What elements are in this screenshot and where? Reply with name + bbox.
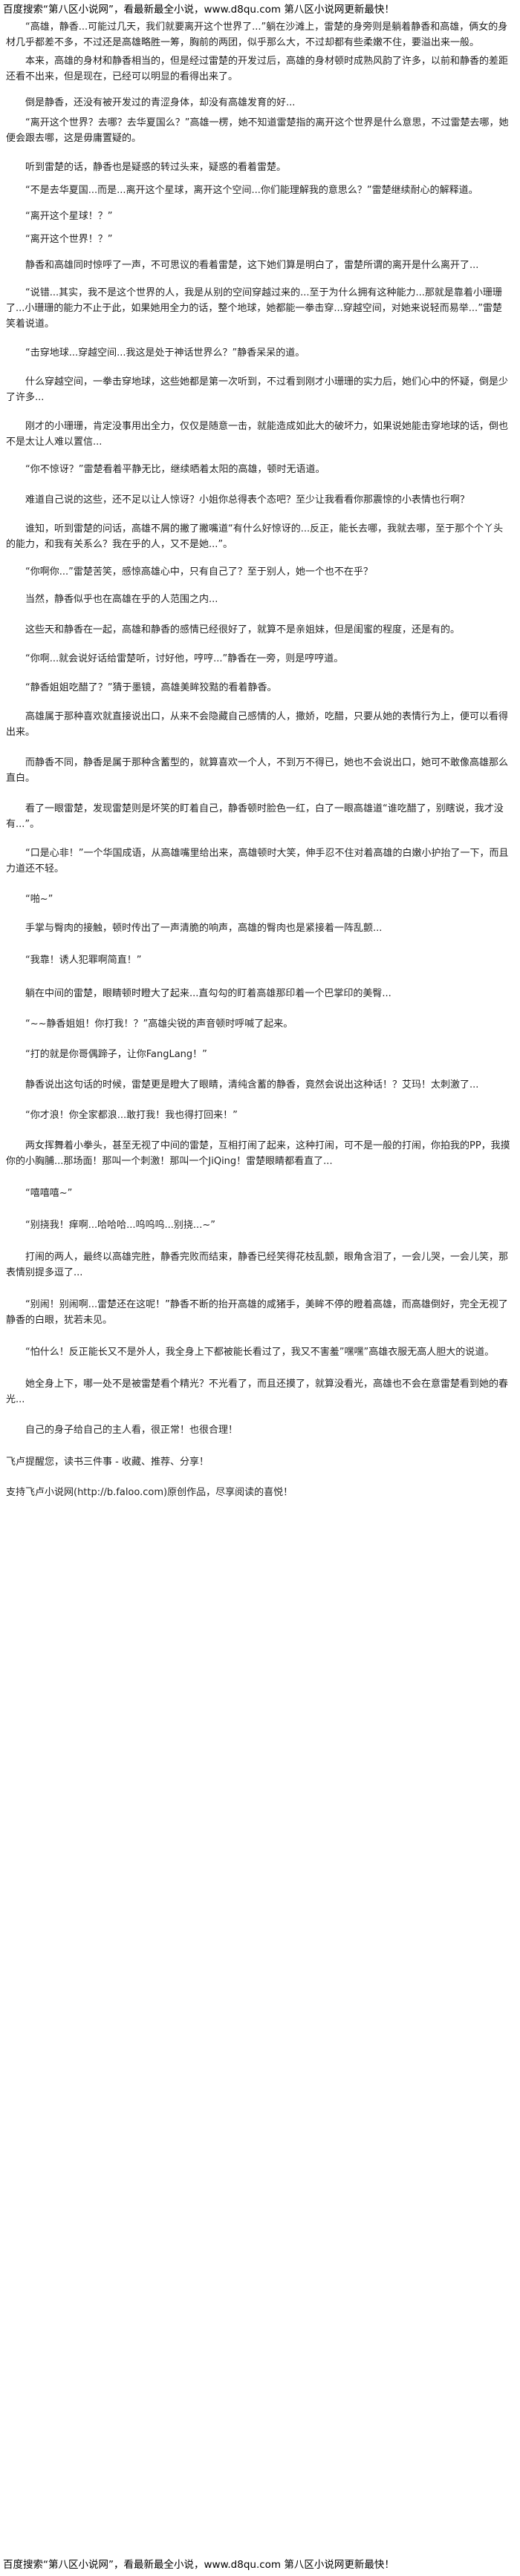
- paragraph: 这些天和静香在一起，高雄和静香的感情已经很好了，就算不是亲姐妹，但是闺蜜的程度，…: [25, 624, 461, 635]
- paragraph: “口是心非！”一个华国成语，从高雄嘴里给出来，高雄顿时大笑，伸手忍不住对着高雄的…: [6, 848, 509, 875]
- paragraph: 静香和高雄同时惊呼了一声，不可思议的看着雷楚，这下她们算是明白了，雷楚所谓的离开…: [25, 260, 479, 271]
- paragraph: 她全身上下，哪一处不是被雷楚看个精光？不光看了，而且还摸了，就算没看光，高雄也不…: [6, 1379, 509, 1405]
- paragraph: 什么穿越空间，一拳击穿地球，这些她都是第一次听到，不过看到刚才小珊珊的实力后，她…: [6, 376, 509, 403]
- paragraph: 当然，静香似乎也在高雄在乎的人范围之内...: [25, 594, 218, 605]
- paragraph: 自己的身子给自己的主人看，很正常！也很合理！: [25, 1425, 238, 1436]
- paragraph: “你才浪！你全家都浪...敢打我！我也得打回来！”: [25, 1110, 238, 1121]
- reader-note: 飞卢提醒您，读书三件事 - 收藏、推荐、分享！: [6, 1457, 209, 1468]
- paragraph: 听到雷楚的话，静香也是疑惑的转过头来，疑惑的看着雷楚。: [25, 162, 287, 173]
- paragraph: 静香说出这句话的时候，雷楚更是瞪大了眼睛，清纯含蓄的静香，竟然会说出这种话！？艾…: [25, 1079, 479, 1091]
- header-banner: 百度搜索“第八区小说网”，看最新最全小说，www.d8qu.com 第八区小说网…: [0, 3, 520, 16]
- reader-note: 支持飞卢小说网(http://b.faloo.com)原创作品，尽享阅读的喜悦！: [6, 1487, 293, 1498]
- chapter-content: “高雄，静香...可能过几天，我们就要离开这个世界了...”躺在沙滩上，雷楚的身…: [6, 15, 511, 1500]
- paragraph: 躺在中间的雷楚，眼睛顿时瞪大了起来...直勾勾的盯着高雄那印着一个巴掌印的美臀.…: [25, 988, 391, 999]
- paragraph: “我靠！诱人犯罪啊简直！”: [25, 955, 142, 966]
- paragraph: “离开这个星球！？”: [25, 211, 113, 222]
- paragraph: 刚才的小珊珊，肯定没事用出全力，仅仅是随意一击，就能造成如此大的破坏力，如果说她…: [6, 421, 509, 448]
- paragraph: “别挠我！痒啊...哈哈哈...呜呜呜...别挠...~”: [25, 1220, 215, 1231]
- paragraph: “别闹！别闹啊...雷楚还在这呢！”静香不断的抬开高雄的咸猪手，美眸不停的瞪着高…: [6, 1299, 508, 1326]
- paragraph: 本来，高雄的身材和静香相当的，但是经过雷楚的开发过后，高雄的身材顿时成熟风韵了许…: [6, 56, 509, 82]
- paragraph: “高雄，静香...可能过几天，我们就要离开这个世界了...”躺在沙滩上，雷楚的身…: [6, 22, 508, 48]
- paragraph: “你啊你...”雷楚苦笑，感惊高雄心中，只有自己了？至于别人，她一个也不在乎？: [25, 566, 373, 578]
- paragraph: “你啊...就会说好话给雷楚听，讨好他，哼哼...”静香在一旁，则是哼哼道。: [25, 653, 344, 664]
- footer-banner: 百度搜索“第八区小说网”，看最新最全小说，www.d8qu.com 第八区小说网…: [0, 2558, 520, 2572]
- paragraph: 谁知，听到雷楚的问话，高雄不屑的撇了撇嘴道“有什么好惊讶的...反正，能长去哪，…: [6, 523, 504, 550]
- paragraph: “~~静香姐姐！你打我！？”高雄尖锐的声音顿时呼喊了起来。: [25, 1019, 293, 1030]
- paragraph: “说错...其实，我不是这个世界的人，我是从别的空间穿越过来的...至于为什么拥…: [6, 287, 502, 330]
- paragraph: “不是去华夏国...而是...离开这个星球，离开这个空间...你们能理解我的意思…: [25, 185, 478, 196]
- paragraph: “怕什么！反正能长又不是外人，我全身上下都被能长看过了，我又不害羞”嘿嘿”高雄衣…: [25, 1347, 495, 1358]
- paragraph: 看了一眼雷楚，发现雷楚则是坏笑的盯着自己，静香顿时脸色一红，白了一眼高雄道“谁吃…: [6, 803, 504, 830]
- paragraph: “离开这个世界？去哪？去华夏国么？”高雄一楞，她不知道雷楚指的离开这个世界是什么…: [6, 117, 509, 144]
- paragraph: “啪~”: [25, 894, 53, 905]
- paragraph: “静香姐姐吃醋了？”猜于墨镜，高雄美眸狡黠的看着静香。: [25, 682, 277, 693]
- paragraph: “你不惊讶？”雷楚看着平静无比，继续晒着太阳的高雄，顿时无语道。: [25, 464, 325, 475]
- paragraph: 打闹的两人，最终以高雄完胜，静香完败而结束，静香已经笑得花枝乱颤，眼角含泪了，一…: [6, 1252, 509, 1278]
- paragraph: 而静香不同，静香是属于那种含蓄型的，就算喜欢一个人，不到万不得已，她也不会说出口…: [6, 757, 509, 784]
- paragraph: 难道自己说的这些，还不足以让人惊讶？小姐你总得表个态吧？至少让我看看你那震惊的小…: [25, 494, 470, 506]
- paragraph: 两女挥舞着小拳头，甚至无视了中间的雷楚，互相打闹了起来，这种打闹，可不是一般的打…: [6, 1140, 510, 1167]
- paragraph: “打的就是你哥偶蹄子，让你FangLang！”: [25, 1049, 207, 1060]
- paragraph: 手掌与臀肉的接触，顿时传出了一声清脆的响声，高雄的臀肉也是紧接着一阵乱颤...: [25, 923, 383, 934]
- paragraph: “离开这个世界！？”: [25, 234, 113, 245]
- header-banner-text: 百度搜索“第八区小说网”，看最新最全小说，www.d8qu.com 第八区小说网…: [3, 4, 394, 16]
- paragraph: “击穿地球...穿越空间...我这是处于神话世界么？”静香呆呆的道。: [25, 347, 305, 359]
- paragraph: 高雄属于那种喜欢就直接说出口，从来不会隐藏自己感情的人，撒娇，吃醋，只要从她的表…: [6, 711, 509, 738]
- paragraph: 倒是静香，还没有被开发过的青涩身体，却没有高雄发育的好...: [25, 97, 296, 108]
- footer-banner-text: 百度搜索“第八区小说网”，看最新最全小说，www.d8qu.com 第八区小说网…: [3, 2559, 394, 2571]
- paragraph: “嘻嘻嘻~”: [25, 1188, 73, 1199]
